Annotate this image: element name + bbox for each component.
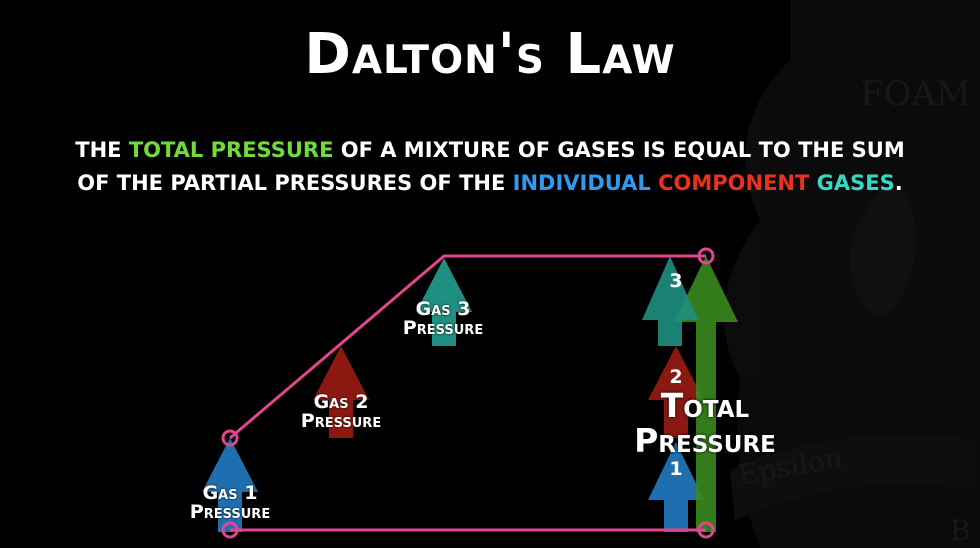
- stack-arrow-2: [648, 346, 704, 438]
- stack-number-2: 2: [669, 366, 683, 388]
- ribbon-watermark: [730, 434, 975, 520]
- heart-watermark-icon: [850, 187, 916, 315]
- highlight-component: component: [658, 171, 810, 195]
- pressure-outline-nodes: [221, 247, 715, 539]
- pressure-outline: [229, 254, 706, 532]
- law-statement: The total pressure of a mixture of gases…: [75, 138, 905, 195]
- watermark-crest: FOAM Epsilon B: [724, 0, 980, 548]
- highlight-gases: gases: [816, 171, 895, 195]
- stack-number-1: 1: [669, 458, 683, 480]
- gas3-label: Gas 3 Pressure: [402, 298, 484, 339]
- page-title: Dalton's Law: [304, 22, 676, 87]
- gas2-arrow: [313, 346, 369, 438]
- gas2-label: Gas 2 Pressure: [300, 391, 382, 432]
- total-pressure-label: Total Pressure: [634, 386, 776, 460]
- stack-number-3: 3: [669, 270, 683, 292]
- gas1-arrow: [202, 438, 258, 532]
- gas1-label: Gas 1 Pressure: [189, 482, 271, 523]
- watermark-text-top: FOAM: [860, 74, 971, 114]
- total-arrow: [674, 256, 738, 532]
- stack-arrow-1: [648, 442, 704, 532]
- gas3-arrow: [416, 258, 472, 346]
- highlight-total-pressure: total pressure: [128, 138, 334, 162]
- stack-arrow-3: [642, 256, 698, 346]
- watermark-text-corner: B: [950, 514, 971, 547]
- highlight-individual: individual: [512, 171, 651, 195]
